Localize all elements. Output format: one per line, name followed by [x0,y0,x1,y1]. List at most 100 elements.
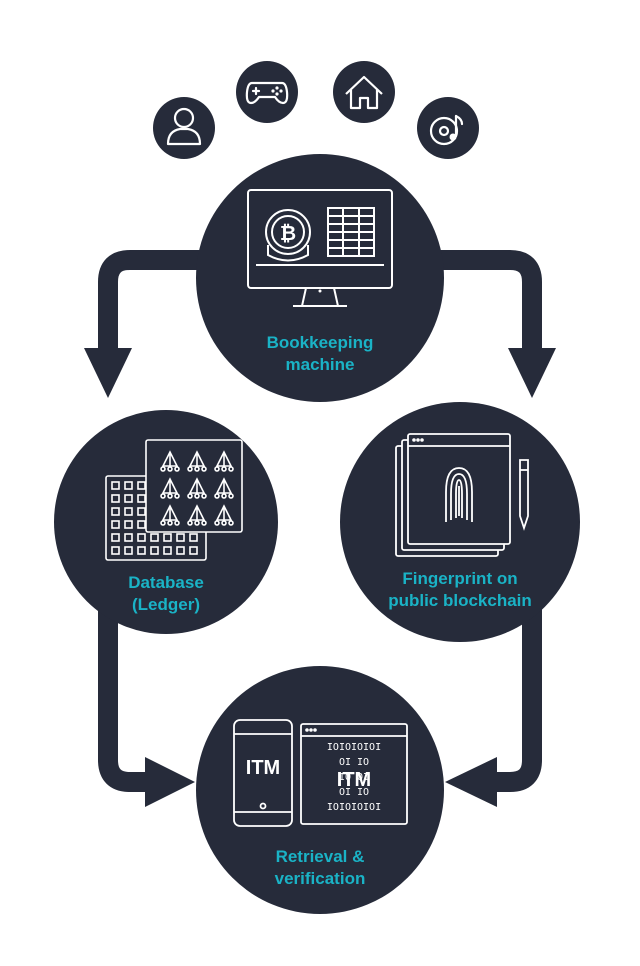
connector-arrows [84,250,556,807]
retrieval-label-line2: verification [275,869,366,888]
ledger-tree [161,477,179,494]
ledger-cell [124,520,133,529]
binary-row: OI IO [339,787,369,798]
ledger-cell [150,533,159,542]
ledger-tree [215,450,233,467]
arrow-bookkeeping-to-database [98,250,222,350]
ledger-cell [111,494,120,503]
ledger-node [160,466,166,472]
ledger-cell [124,546,133,555]
arrow-bookkeeping-to-fingerprint [418,250,542,350]
ledger-cell [111,533,120,542]
ledger-node [174,466,180,472]
ledger-node [228,466,234,472]
binary-row: IOIOIOIOI [327,742,381,753]
ledger-tree [215,477,233,494]
ledger-cell [137,520,146,529]
gamepad-icon [236,61,298,123]
ledger-node [214,493,220,499]
ledger-node [221,493,227,499]
ledger-cell [137,507,146,516]
arrowhead-retrieval-right [445,757,497,807]
ledger-cell [137,494,146,503]
ledger-tree [161,450,179,467]
ledger-tree [215,504,233,521]
node-fingerprint: Fingerprint on public blockchain [340,402,580,642]
ledger-node [167,466,173,472]
ledger-cell [150,546,159,555]
ledger-cell [137,533,146,542]
ledger-tree [161,504,179,521]
ledger-node [160,493,166,499]
ledger-node [201,466,207,472]
ledger-node [187,493,193,499]
arrowhead-retrieval-left [145,757,195,807]
binary-row: IOIOIOIOI [327,802,381,813]
ledger-tree [188,504,206,521]
phone-itm-text: ITM [246,757,280,779]
database-label-line1: Database [128,573,204,592]
ledger-node [201,520,207,526]
ledger-cell [111,481,120,490]
svg-text:₿: ₿ [280,223,296,245]
ledger-node [160,520,166,526]
arrowhead-database [84,348,132,398]
ledger-cell [189,533,198,542]
window-itm-text: ITM [337,769,371,791]
house-icon [333,61,395,123]
node-retrieval: ITM ITM IOIOIOIOI OI IO IO OI OI IO IOIOIOIO… [196,666,444,914]
ledger-node [167,520,173,526]
ledger-node [174,493,180,499]
node-database: Database (Ledger) [54,410,278,634]
fingerprint-label-line2: public blockchain [388,591,532,610]
ledger-cell [176,533,185,542]
ledger-cell [137,481,146,490]
ledger-node [194,493,200,499]
ledger-cell [111,546,120,555]
ledger-node [194,466,200,472]
binary-window-icon [300,723,408,825]
ledger-node [167,493,173,499]
binary-row: OI IO [339,757,369,768]
ledger-cell [124,533,133,542]
ledger-cell [111,520,120,529]
ledger-cell [111,507,120,516]
bookkeeping-label-line1: Bookkeeping [267,333,374,352]
ledger-node [228,493,234,499]
ledger-cell [124,481,133,490]
ledger-cell [163,533,172,542]
ledger-node [187,520,193,526]
database-grid-icon [105,439,243,561]
arrowhead-fingerprint [508,348,556,398]
monitor-bitcoin-icon: ₿ [247,189,393,307]
node-bookkeeping: ₿ Bookkeeping machine [196,154,444,402]
user-icon [153,97,215,159]
phone-icon [233,719,293,827]
ledger-node [187,466,193,472]
ledger-cell [189,546,198,555]
ledger-cell [176,546,185,555]
arrow-database-to-retrieval [98,590,150,792]
ledger-node [214,520,220,526]
ledger-node [194,520,200,526]
ledger-tree [188,450,206,467]
ledger-node [214,466,220,472]
ledger-node [174,520,180,526]
ledger-cell [124,507,133,516]
ledger-node [228,520,234,526]
retrieval-label-line1: Retrieval & [276,847,365,866]
ledger-node [221,466,227,472]
binary-row: IO OI [339,772,369,783]
ledger-tree [188,477,206,494]
ledger-cell [124,494,133,503]
ledger-cell [137,546,146,555]
fingerprint-label-line1: Fingerprint on [402,569,517,588]
itm-devices-icon [233,719,408,827]
ledger-node [201,493,207,499]
ledger-cell [163,546,172,555]
ledger-node [221,520,227,526]
fingerprint-document-icon [395,433,529,557]
arrow-fingerprint-to-retrieval [492,590,542,792]
music-disc-icon [417,97,479,159]
